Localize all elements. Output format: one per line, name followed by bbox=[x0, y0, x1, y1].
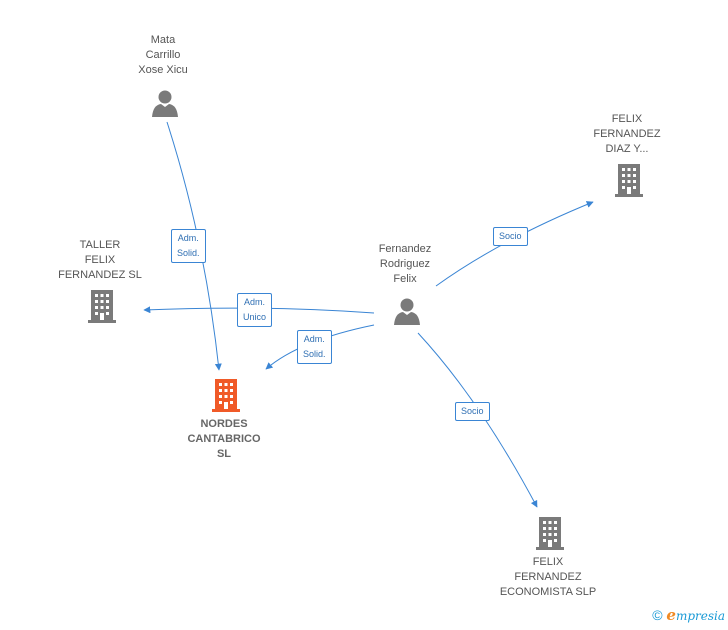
edge-label-fernandez-taller[interactable]: Adm. Unico bbox=[237, 293, 273, 327]
node-label-nordes[interactable]: NORDES CANTABRICO SL bbox=[187, 418, 261, 460]
person-icon[interactable] bbox=[150, 88, 180, 118]
building-icon[interactable] bbox=[613, 163, 645, 197]
building-icon-focus[interactable] bbox=[210, 378, 242, 412]
edge-label-fernandez-felixdiaz[interactable]: Socio bbox=[493, 227, 528, 246]
brand-rest: mpresia bbox=[675, 609, 725, 623]
node-label-mata[interactable]: Mata Carrillo Xose Xicu bbox=[138, 34, 188, 76]
node-label-felix-economista[interactable]: FELIX FERNANDEZ ECONOMISTA SLP bbox=[499, 556, 597, 598]
copyright-symbol: © bbox=[652, 607, 663, 623]
building-icon[interactable] bbox=[86, 289, 118, 323]
person-icon[interactable] bbox=[392, 296, 422, 326]
edge-label-mata-nordes[interactable]: Adm. Solid. bbox=[171, 229, 206, 263]
brand-e: e bbox=[666, 606, 676, 624]
building-icon[interactable] bbox=[534, 516, 566, 550]
edge-label-fernandez-nordes[interactable]: Adm. Solid. bbox=[297, 330, 332, 364]
node-label-taller[interactable]: TALLER FELIX FERNANDEZ SL bbox=[58, 239, 142, 281]
edge-label-fernandez-economista[interactable]: Socio bbox=[455, 402, 490, 421]
empresia-watermark: © empresia bbox=[652, 606, 725, 624]
node-label-felix-diaz[interactable]: FELIX FERNANDEZ DIAZ Y... bbox=[593, 113, 661, 155]
node-label-fernandez[interactable]: Fernandez Rodriguez Felix bbox=[378, 243, 432, 285]
